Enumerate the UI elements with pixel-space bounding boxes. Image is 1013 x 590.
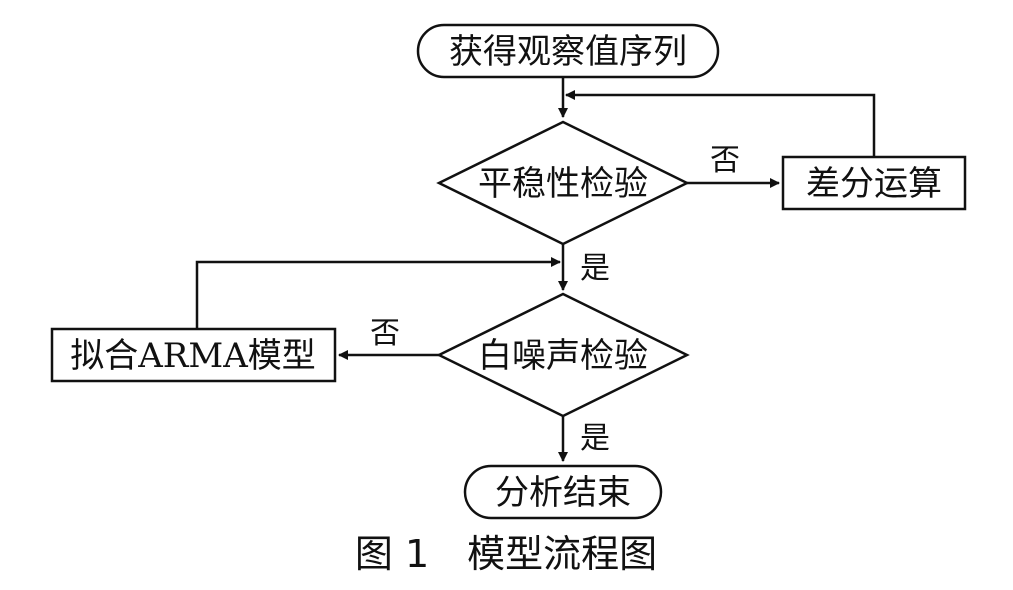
- node-fit-arma-label: 拟合ARMA模型: [70, 336, 316, 376]
- node-start-label: 获得观察值序列: [449, 32, 687, 72]
- node-end-label: 分析结束: [495, 473, 631, 513]
- figure-caption: 图 1 模型流程图: [355, 532, 657, 576]
- node-white-noise-test: 白噪声检验: [436, 292, 690, 418]
- edge-stationarity-yes-label: 是: [580, 251, 610, 286]
- node-end: 分析结束: [463, 464, 663, 520]
- node-difference: 差分运算: [781, 155, 967, 211]
- node-fit-arma: 拟合ARMA模型: [50, 327, 337, 383]
- node-difference-label: 差分运算: [806, 164, 942, 204]
- node-stationarity-test: 平稳性检验: [436, 120, 690, 246]
- node-start: 获得观察值序列: [416, 23, 720, 79]
- edge-white-noise-yes-label: 是: [580, 421, 610, 456]
- node-stationarity-test-label: 平稳性检验: [478, 164, 648, 204]
- edge-stationarity-no-label: 否: [710, 143, 740, 178]
- node-white-noise-test-label: 白噪声检验: [478, 336, 648, 376]
- edge-fit-arma-loop: [195, 257, 561, 329]
- edge-white-noise-no-label: 否: [370, 316, 400, 351]
- edge-difference-loop: [565, 90, 876, 157]
